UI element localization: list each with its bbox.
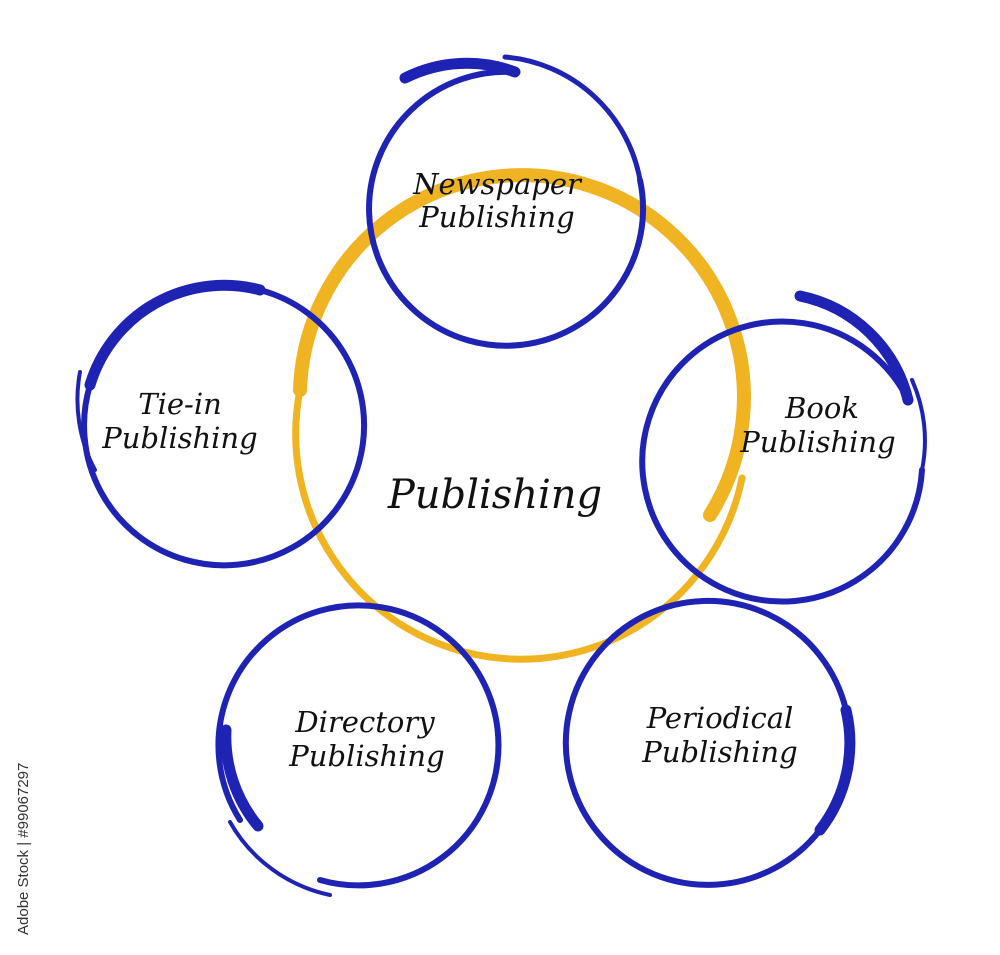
node-newspaper-label-line1: Newspaper: [412, 167, 583, 201]
node-periodical-label-line2: Publishing: [641, 735, 797, 769]
node-book: [639, 290, 927, 605]
center-label: Publishing: [387, 472, 602, 518]
stock-credit: Adobe Stock | #99067297: [15, 763, 32, 935]
node-tie-in-label-line2: Publishing: [101, 421, 257, 455]
center-ring: [292, 168, 751, 663]
node-periodical: [562, 597, 856, 888]
node-directory-label-line2: Publishing: [288, 739, 444, 773]
node-directory-label-line1: Directory: [294, 705, 435, 739]
node-tie-in: [75, 279, 368, 569]
node-book-label-line2: Publishing: [739, 425, 895, 459]
node-tie-in-label-line1: Tie-in: [138, 387, 222, 421]
node-periodical-label-line1: Periodical: [646, 701, 794, 735]
node-newspaper-label-line2: Publishing: [418, 200, 574, 234]
node-directory: [215, 602, 502, 897]
node-book-label-line1: Book: [784, 391, 859, 425]
node-newspaper: [366, 54, 647, 349]
